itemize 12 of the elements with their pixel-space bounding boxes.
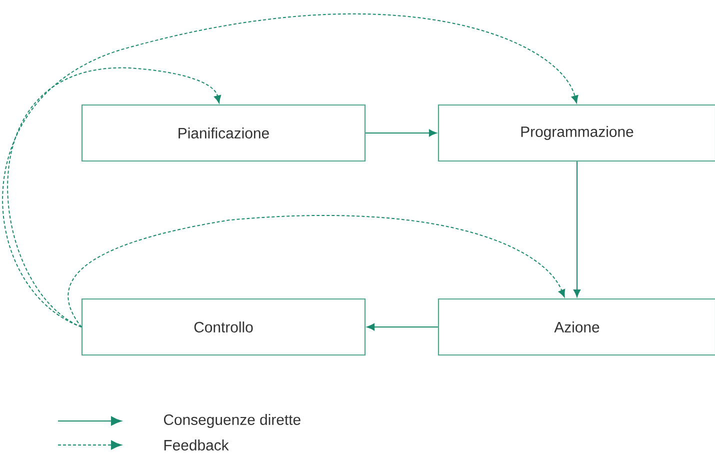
arrow (7, 68, 222, 328)
process-box: Pianificazione (81, 104, 366, 162)
arrow (68, 214, 566, 328)
process-box: Controllo (81, 298, 366, 356)
arrow (2, 13, 578, 328)
legend-text: Conseguenze dirette (164, 414, 300, 428)
arrow (573, 161, 581, 298)
arrow (366, 323, 438, 331)
arrow (365, 129, 437, 137)
legend-text: Feedback (164, 440, 229, 450)
process-box: Azione (438, 298, 715, 356)
process-box: Programmazione (438, 104, 715, 162)
